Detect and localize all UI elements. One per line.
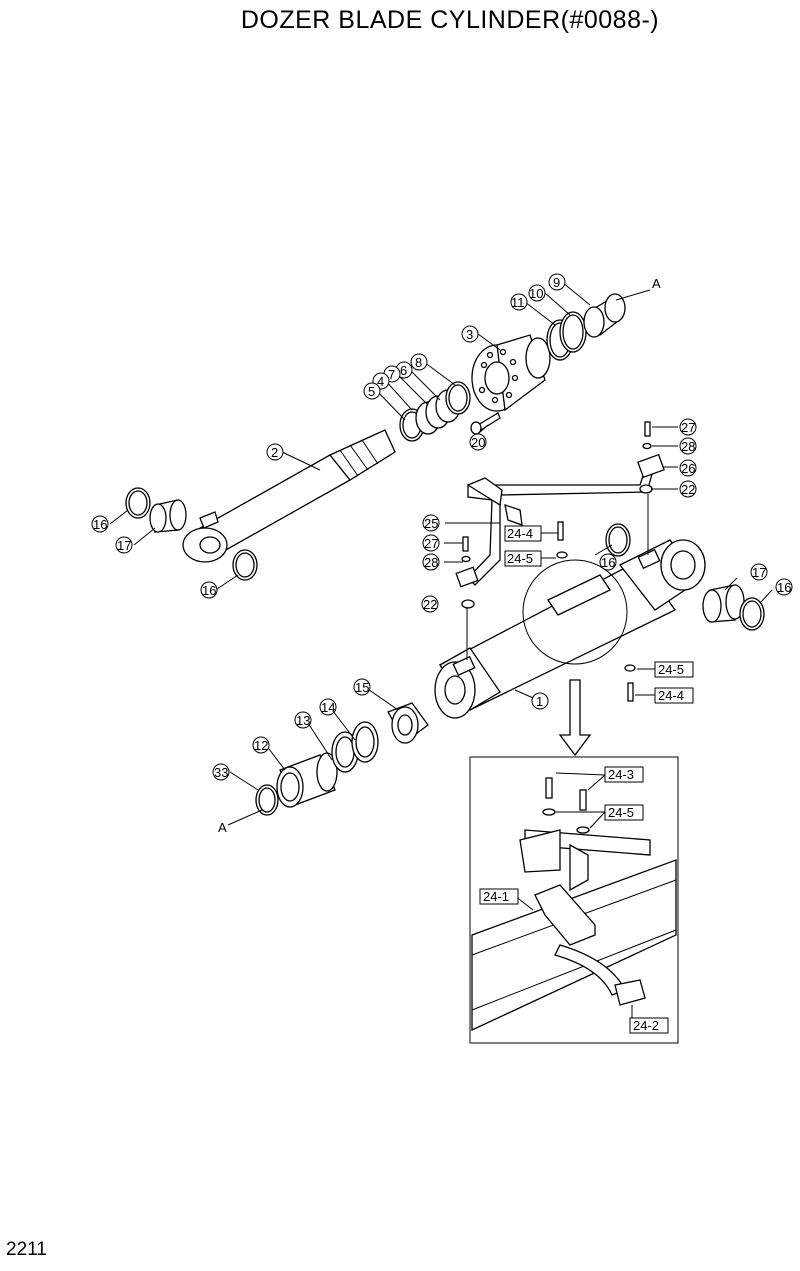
socket-bolt bbox=[470, 412, 501, 435]
callout-labels: 9 10 11 3 8 6 7 4 5 20 2 16 17 16 1 15 1… bbox=[93, 275, 791, 1034]
callout-28-b: 28 bbox=[681, 439, 695, 454]
callout-8: 8 bbox=[415, 355, 422, 370]
detail-clamp-assembly bbox=[471, 777, 677, 1032]
callout-14: 14 bbox=[321, 700, 335, 715]
detail-callout-24-3: 24-3 bbox=[608, 767, 634, 782]
callout-6: 6 bbox=[400, 363, 407, 378]
callout-16-c: 16 bbox=[601, 555, 615, 570]
callout-25: 25 bbox=[424, 516, 438, 531]
rod-cover bbox=[471, 334, 551, 412]
piston-assembly bbox=[255, 702, 429, 816]
callout-1: 1 bbox=[536, 694, 543, 709]
reference-a-top: A bbox=[652, 276, 661, 291]
callout-27-a: 27 bbox=[424, 536, 438, 551]
callout-7: 7 bbox=[388, 367, 395, 382]
callout-28-a: 28 bbox=[424, 555, 438, 570]
callout-20: 20 bbox=[471, 435, 485, 450]
callout-10: 10 bbox=[529, 286, 543, 301]
leader-lines bbox=[109, 281, 773, 1020]
callout-16-d: 16 bbox=[777, 580, 791, 595]
small-fasteners bbox=[461, 421, 653, 702]
callout-27-b: 27 bbox=[681, 420, 695, 435]
rod-seal-set bbox=[399, 381, 471, 442]
callout-24-4-a: 24-4 bbox=[507, 526, 533, 541]
detail-callout-24-1: 24-1 bbox=[483, 889, 509, 904]
detail-callout-24-5: 24-5 bbox=[608, 805, 634, 820]
hydraulic-pipe bbox=[455, 453, 665, 588]
callout-bubbles bbox=[91, 273, 793, 781]
callout-26: 26 bbox=[681, 461, 695, 476]
detail-arrow bbox=[558, 679, 592, 757]
callout-13: 13 bbox=[296, 713, 310, 728]
callout-33: 33 bbox=[214, 765, 228, 780]
callout-3: 3 bbox=[466, 327, 473, 342]
callout-22-a: 22 bbox=[423, 597, 437, 612]
reference-a-bottom: A bbox=[218, 820, 227, 835]
callout-16-b: 16 bbox=[202, 583, 216, 598]
callout-22-b: 22 bbox=[681, 482, 695, 497]
callout-12: 12 bbox=[254, 738, 268, 753]
bushing-left-upper bbox=[125, 487, 258, 581]
detail-magnifier-circle bbox=[522, 559, 628, 665]
callout-17-a: 17 bbox=[117, 538, 131, 553]
detail-callout-24-2: 24-2 bbox=[633, 1018, 659, 1033]
callout-9: 9 bbox=[553, 275, 560, 290]
callout-24-5-b: 24-5 bbox=[658, 662, 684, 677]
callout-11: 11 bbox=[511, 295, 525, 310]
callout-5: 5 bbox=[368, 384, 375, 399]
piston-rod bbox=[182, 429, 396, 563]
page-title: DOZER BLADE CYLINDER(#0088-) bbox=[240, 6, 660, 34]
cylinder-tube bbox=[434, 539, 706, 719]
page-number: 2211 bbox=[6, 1239, 47, 1260]
callout-17-b: 17 bbox=[752, 565, 766, 580]
detail-box bbox=[469, 756, 679, 1044]
callout-24-4-b: 24-4 bbox=[658, 688, 684, 703]
callout-24-5-a: 24-5 bbox=[507, 551, 533, 566]
bushing-right bbox=[605, 523, 765, 631]
callout-16-a: 16 bbox=[93, 517, 107, 532]
upper-rings bbox=[546, 293, 626, 361]
callout-15: 15 bbox=[355, 680, 369, 695]
callout-4: 4 bbox=[377, 374, 384, 389]
callout-2: 2 bbox=[271, 445, 278, 460]
